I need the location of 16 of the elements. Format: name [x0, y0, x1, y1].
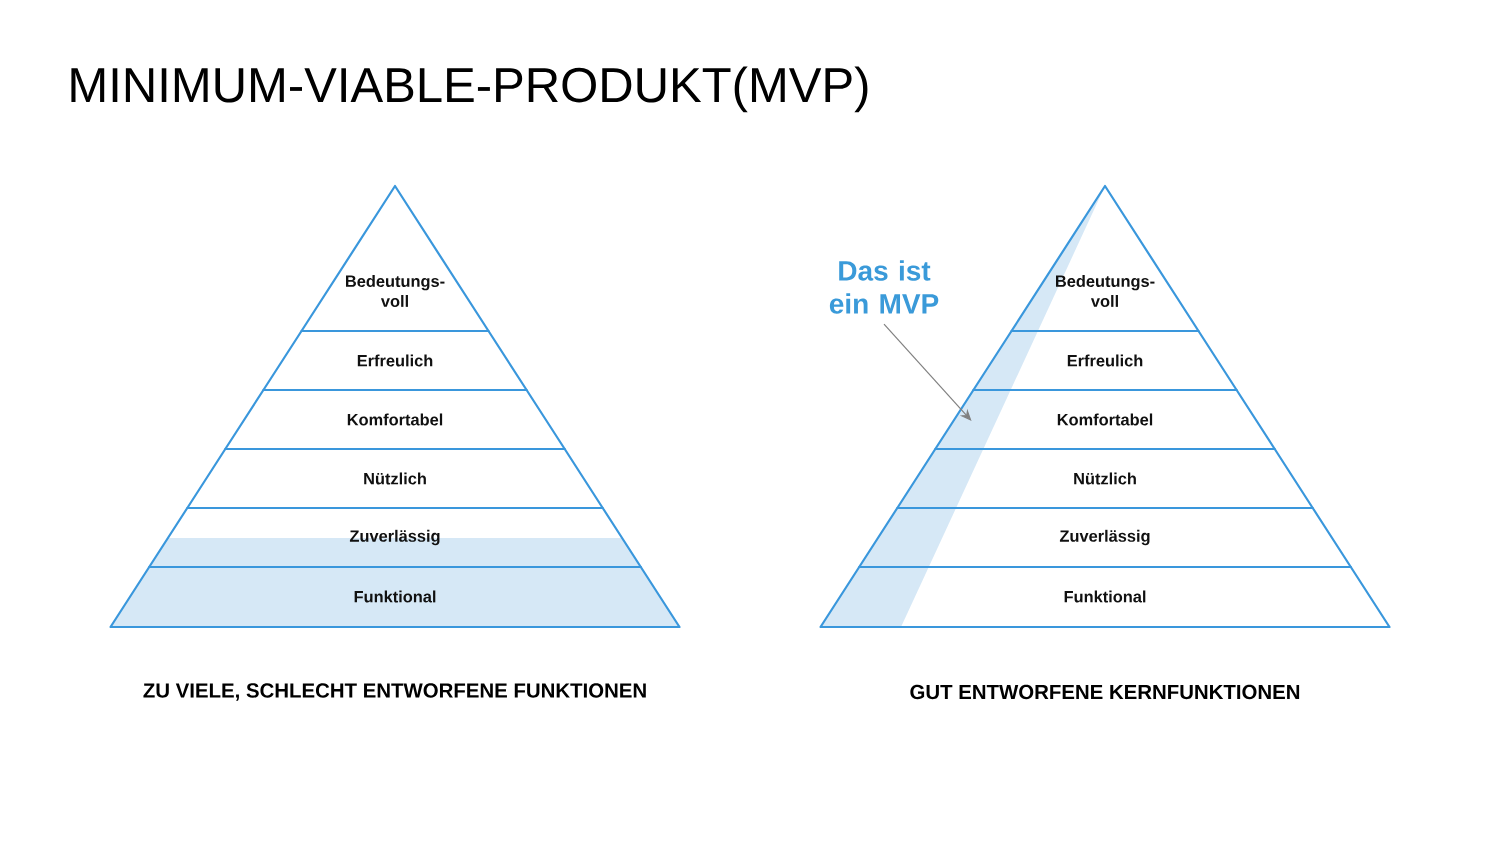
pyramid-layer: Nützlich: [186, 447, 604, 510]
pyramid-layer: Erfreulich: [262, 329, 528, 392]
pyramid-caption: ZU VIELE, SCHLECHT ENTWORFENE FUNKTIONEN: [143, 683, 646, 701]
pyramid-layer: Erfreulich: [972, 329, 1238, 392]
pyramid-layer: Nützlich: [896, 447, 1314, 510]
pyramid-layer: Zuverlässig: [148, 506, 642, 569]
title: MINIMUM-VIABLE-PRODUKT(MVP): [71, 66, 868, 113]
leader-arrow: [883, 323, 972, 421]
pyramid-caption: GUT ENTWORFENE KERNFUNKTIONEN: [910, 684, 1300, 700]
pyramid-layer: Bedeutungs- voll: [300, 184, 490, 333]
pyramid-layer: Zuverlässig: [858, 506, 1352, 569]
pyramid-layer: Bedeutungs- voll: [1010, 184, 1200, 333]
pyramid-layer: Funktional: [819, 565, 1391, 629]
pyramid-layer: Komfortabel: [934, 388, 1276, 451]
pyramid-layer: Komfortabel: [224, 388, 566, 451]
callout-text: Das ist ein MVP: [829, 260, 939, 314]
